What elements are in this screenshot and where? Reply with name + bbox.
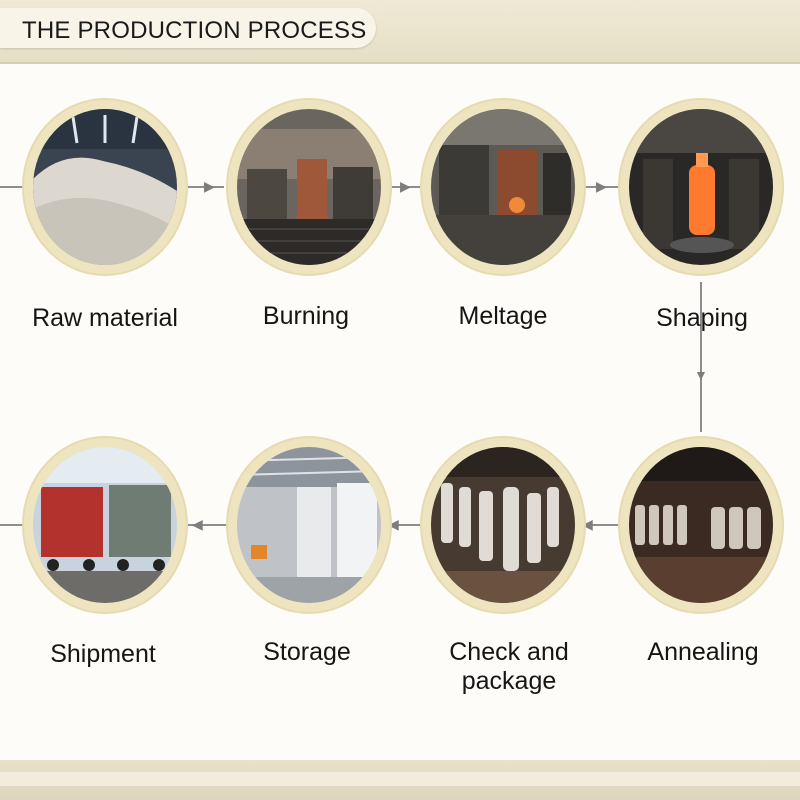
arrow-right-icon: ▶ <box>400 178 411 194</box>
connector-line <box>580 524 624 526</box>
shaping-image <box>629 109 773 265</box>
step-photo-shipment <box>24 438 186 612</box>
arrow-down-icon: ▼ <box>694 367 708 383</box>
title-tab: THE PRODUCTION PROCESS <box>0 8 376 48</box>
arrow-right-icon: ▶ <box>596 178 607 194</box>
meltage-image <box>431 109 575 265</box>
burning-image <box>237 109 381 265</box>
storage-image <box>237 447 381 603</box>
step-label-storage: Storage <box>263 638 351 666</box>
step-photo-shaping <box>620 100 782 274</box>
connector-line <box>188 524 228 526</box>
footer-strip <box>0 772 800 786</box>
connector-line <box>384 186 422 188</box>
step-label-burning: Burning <box>262 302 350 330</box>
annealing-image <box>629 447 773 603</box>
page-title: THE PRODUCTION PROCESS <box>22 17 367 44</box>
step-label-meltage: Meltage <box>458 302 548 330</box>
arrow-left-icon: ◀ <box>192 516 203 532</box>
step-photo-annealing <box>620 438 782 612</box>
connector-line <box>384 524 424 526</box>
connector-line <box>0 186 24 188</box>
step-label-check-and-package: Check and package <box>449 638 569 695</box>
step-photo-meltage <box>422 100 584 274</box>
arrow-left-icon: ◀ <box>388 516 399 532</box>
step-label-shipment: Shipment <box>50 640 156 668</box>
shipment-image <box>33 447 177 603</box>
step-photo-storage <box>228 438 390 612</box>
step-photo-raw-material <box>24 100 186 274</box>
arrow-right-icon: ▶ <box>204 178 215 194</box>
check-and-package-image <box>431 447 575 603</box>
step-label-annealing: Annealing <box>647 638 759 666</box>
step-photo-check-and-package <box>422 438 584 612</box>
connector-line <box>700 282 702 432</box>
step-label-raw-material: Raw material <box>32 304 178 332</box>
raw-material-image <box>33 109 177 265</box>
connector-line <box>188 186 224 188</box>
step-photo-burning <box>228 100 390 274</box>
connector-line <box>580 186 622 188</box>
step-label-shaping: Shaping <box>656 304 748 332</box>
arrow-left-icon: ◀ <box>582 516 593 532</box>
connector-line <box>0 524 24 526</box>
